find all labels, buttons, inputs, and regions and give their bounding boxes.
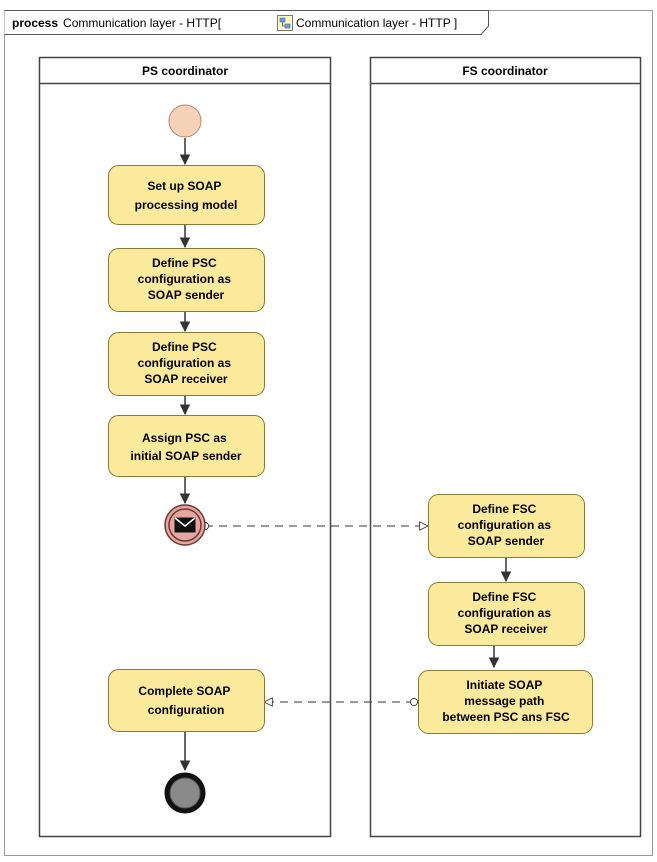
task-define-psc-sender: Define PSC configuration as SOAP sender <box>108 248 265 312</box>
task-define-fsc-sender: Define FSC configuration as SOAP sender <box>428 494 585 558</box>
task-define-fsc-receiver: Define FSC configuration as SOAP receive… <box>428 582 585 646</box>
lane-fs-coordinator: FS coordinator <box>369 56 642 838</box>
task-initiate-path: Initiate SOAP message path between PSC a… <box>418 670 593 734</box>
lane-title-ps: PS coordinator <box>142 64 228 78</box>
task-define-psc-receiver: Define PSC configuration as SOAP receive… <box>108 332 265 396</box>
frame-name: Communication layer - HTTP[ <box>63 16 222 30</box>
diagram-icon <box>277 15 293 31</box>
control-flows <box>179 138 512 772</box>
task-setup-soap: Set up SOAP processing model <box>108 165 265 225</box>
svg-text:Define PSC configuration: Define PSC configuration as SOAP receive… <box>138 340 235 386</box>
svg-text:Complete SOAP configurat: Complete SOAP configuration <box>138 684 233 717</box>
svg-text:Define FSC configuration: Define FSC configuration as SOAP receive… <box>458 590 555 636</box>
message-flows <box>205 526 428 702</box>
end-event <box>164 772 206 814</box>
svg-text:Set up SOAP processing m: Set up SOAP processing model <box>135 179 238 212</box>
frame-title-tab <box>4 10 489 35</box>
frame-keyword: process <box>12 16 58 30</box>
lane-title-fs: FS coordinator <box>462 64 548 78</box>
frame-diagram-ref: Communication layer - HTTP ] <box>296 16 457 30</box>
envelope-icon <box>174 517 196 533</box>
start-event <box>168 104 202 138</box>
task-complete-config: Complete SOAP configuration <box>108 669 265 732</box>
svg-text:Initiate SOAP message pa: Initiate SOAP message path between PSC a… <box>442 678 570 724</box>
svg-text:Define FSC configuration: Define FSC configuration as SOAP sender <box>458 502 555 548</box>
frame-title: process Communication layer - HTTP[ <box>12 16 222 30</box>
lane-ps-coordinator: PS coordinator <box>38 56 332 838</box>
svg-text:Define PSC configuration: Define PSC configuration as SOAP sender <box>138 256 235 302</box>
svg-text:Assign PSC as initial SO: Assign PSC as initial SOAP sender <box>130 431 241 463</box>
message-throw-event <box>164 504 206 546</box>
task-assign-psc: Assign PSC as initial SOAP sender <box>108 415 265 477</box>
